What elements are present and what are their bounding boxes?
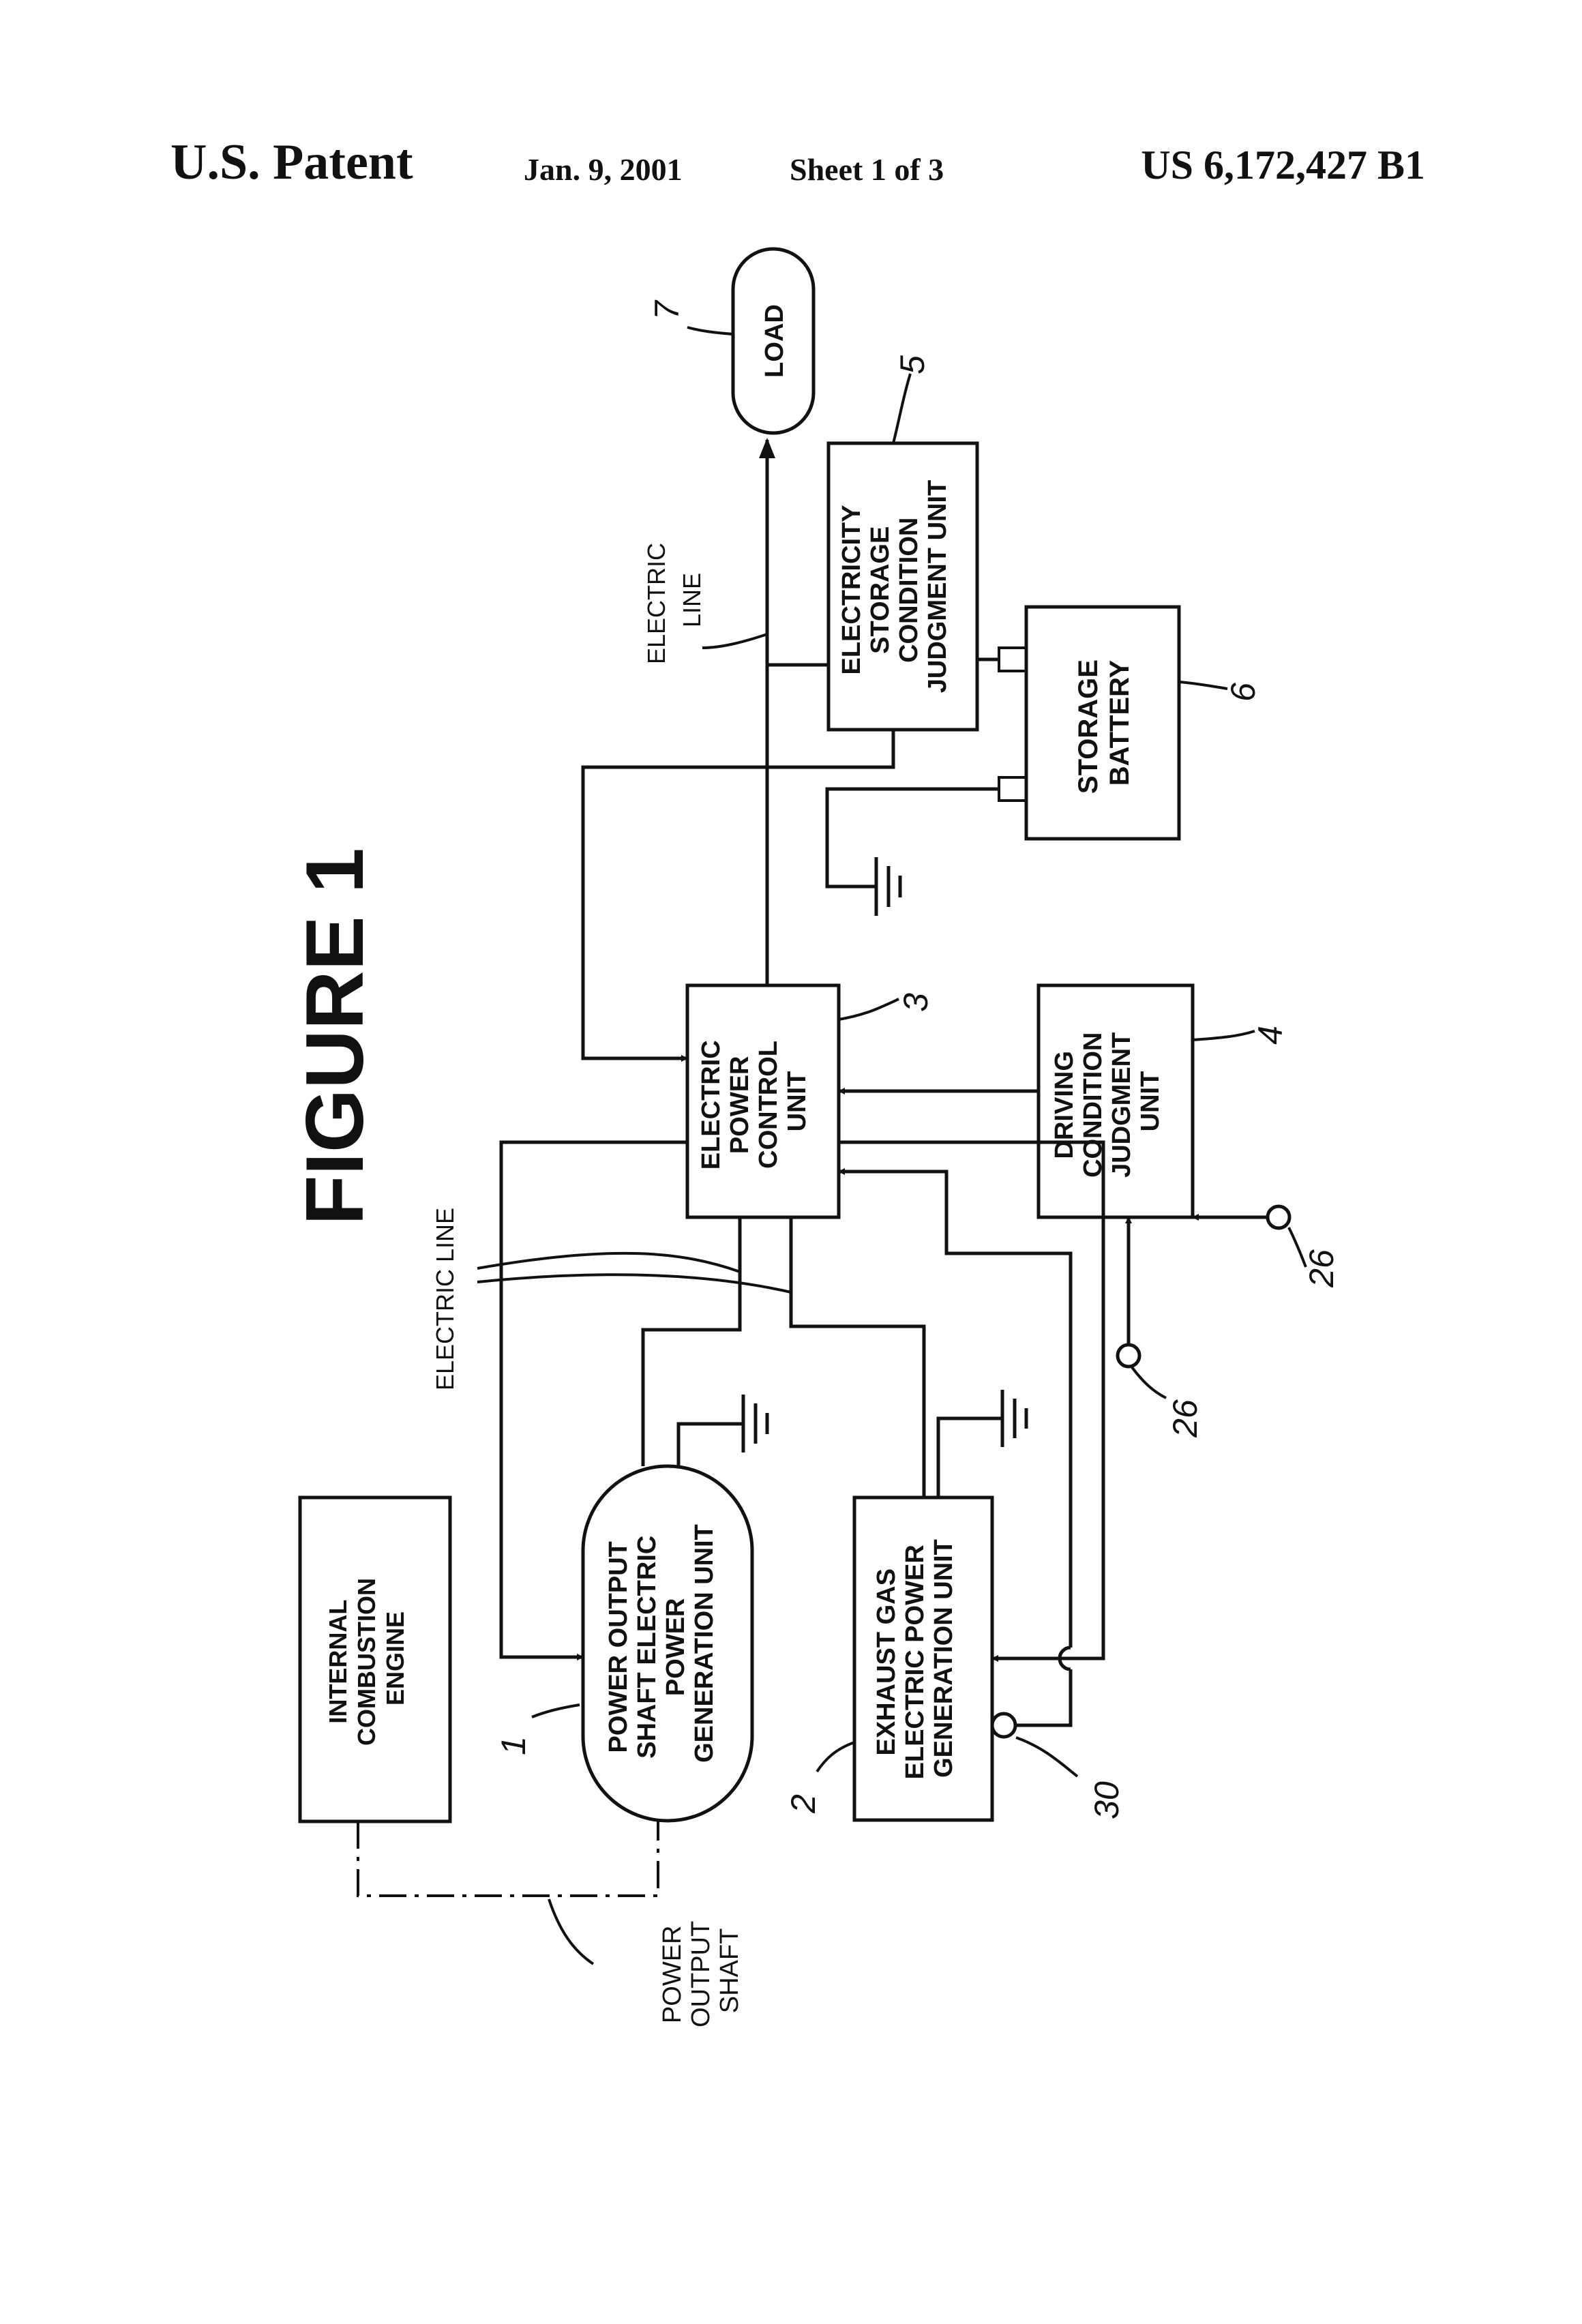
engine-label: INTERNAL COMBUSTION ENGINE	[324, 1571, 409, 1746]
ref-6: 6	[1224, 683, 1262, 702]
storage-judgment-label: ELECTRICITY STORAGE CONDITION JUDGMENT U…	[837, 480, 952, 693]
power-output-shaft-label: POWER OUTPUT SHAFT	[658, 1914, 744, 2027]
power-control-label: ELECTRIC POWER CONTROL UNIT	[697, 1033, 811, 1170]
load-label: LOAD	[760, 304, 789, 378]
ref-30: 30	[1088, 1781, 1126, 1819]
ref-1: 1	[494, 1736, 533, 1755]
shaft-generator-label: POWER OUTPUT SHAFT ELECTRIC POWER GENERA…	[604, 1524, 719, 1763]
ref-26-right: 26	[1302, 1249, 1341, 1288]
exhaust-generator-label: EXHAUST GAS ELECTRIC POWER GENERATION UN…	[872, 1538, 958, 1780]
figure-title: FIGURE 1	[289, 848, 380, 1225]
ref-4: 4	[1251, 1026, 1289, 1045]
driving-judgment-label: DRIVING CONDITION JUDGMENT UNIT	[1050, 1025, 1165, 1178]
ref-7: 7	[648, 299, 686, 320]
ref-2: 2	[784, 1794, 822, 1814]
ref-5: 5	[893, 355, 931, 374]
ref-3: 3	[897, 993, 935, 1012]
ref-26-bottom: 26	[1166, 1399, 1204, 1438]
electric-line-label-upper: ELECTRIC LINE	[642, 536, 706, 664]
electric-line-label-lower: ELECTRIC LINE	[431, 1208, 459, 1390]
battery-label: STORAGE BATTERY	[1073, 652, 1135, 794]
